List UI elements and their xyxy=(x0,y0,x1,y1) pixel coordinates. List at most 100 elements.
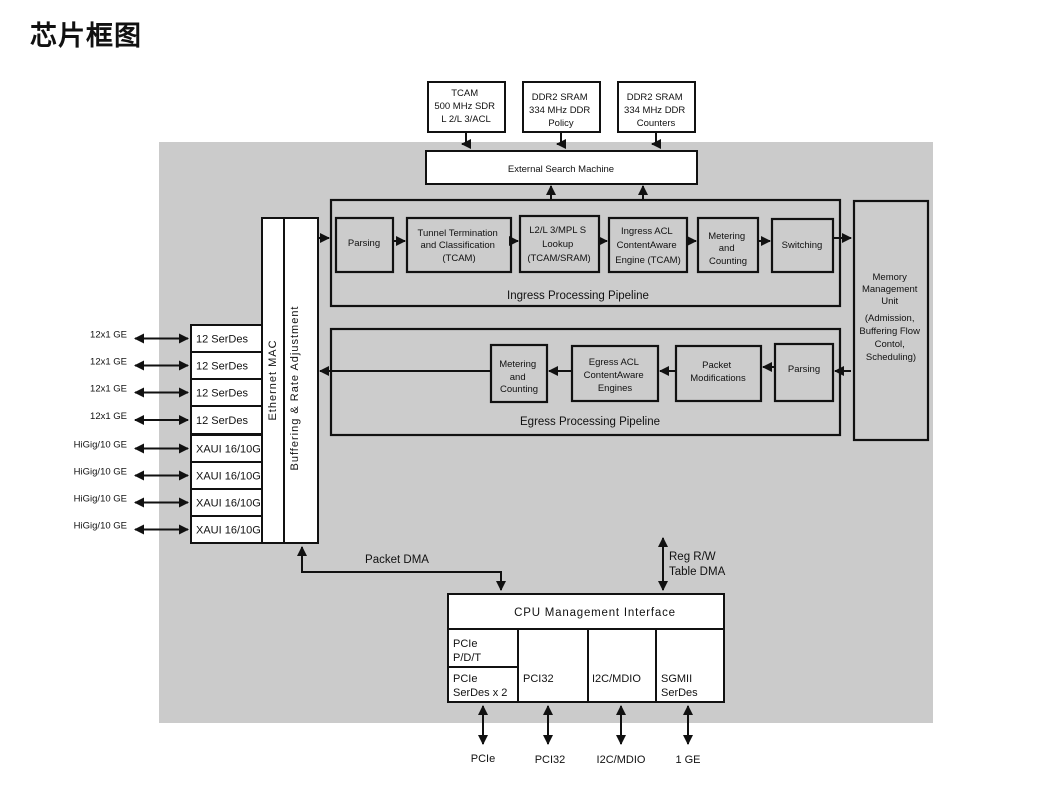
sgmii-line-1: SGMII xyxy=(661,673,692,685)
cpu-management-interface: CPU Management Interface PCIe P/D/T PCIe… xyxy=(447,593,725,703)
mmu-line-8: Scheduling) xyxy=(866,352,916,363)
mmu-line-2: Management xyxy=(862,284,918,295)
ethernet-mac-label: Ethernet MAC xyxy=(267,339,279,420)
packet-mod-line-1: Packet xyxy=(702,360,731,371)
pcie-pdt-line-1: PCIe xyxy=(453,638,477,650)
egress-acl-line-1: Egress ACL xyxy=(589,357,639,368)
i2c-mdio-cell: I2C/MDIO xyxy=(592,673,641,685)
bottom-interfaces: PCIe PCI32 I2C/MDIO 1 GE xyxy=(471,705,701,766)
ingress-pipeline-label: Ingress Processing Pipeline xyxy=(507,290,649,302)
memory-connectors xyxy=(461,132,661,149)
port-external-label: HiGig/10 GE xyxy=(74,521,127,532)
port-name: 12 SerDes xyxy=(196,334,248,346)
egress-pipeline-label: Egress Processing Pipeline xyxy=(520,416,660,428)
svg-text:TCAM 500 MHz SDR L: TCAM 500 MHz SDR L 2/L 3/ACL xyxy=(434,88,497,125)
port-external-label: 12x1 GE xyxy=(90,357,127,368)
ingress-acl-engine: Ingress ACL ContentAware Engine (TCAM) xyxy=(607,216,689,274)
port-external-label: HiGig/10 GE xyxy=(74,494,127,505)
tcam-line-2: 500 MHz SDR xyxy=(434,101,495,112)
svg-text:Packet Modifications: Packet Modifications xyxy=(690,360,746,384)
port-box xyxy=(190,515,263,544)
tunnel-line-3: (TCAM) xyxy=(442,253,475,264)
ddr-counters-line-3: Counters xyxy=(637,118,676,129)
tcam-line-3: L 2/L 3/ACL xyxy=(441,114,490,125)
bottom-pci32-label: PCI32 xyxy=(535,754,566,766)
egress-parsing-label: Parsing xyxy=(788,364,820,375)
port-external-label: 12x1 GE xyxy=(90,411,127,422)
external-search-machine: External Search Machine xyxy=(425,150,698,185)
tunnel-line-2: and Classification xyxy=(420,240,494,251)
tunnel-line-1: Tunnel Termination xyxy=(418,228,498,239)
svg-text:Reg R/W Table DMA: Reg R/W Table DMA xyxy=(669,551,726,578)
svg-text:PCIe SerDes x 2: PCIe SerDes x 2 xyxy=(453,673,507,699)
packet-mod-line-2: Modifications xyxy=(690,373,746,384)
lookup-line-2: Lookup xyxy=(542,239,573,250)
ingress-metering-line-3: Counting xyxy=(709,256,747,267)
switching-label: Switching xyxy=(782,240,823,251)
egress-acl-engines: Egress ACL ContentAware Engines xyxy=(570,344,660,403)
port-external-label: 12x1 GE xyxy=(90,384,127,395)
reg-rw-label: Reg R/W xyxy=(669,551,716,563)
external-search-label: External Search Machine xyxy=(508,164,614,175)
ingress-acl-line-2: ContentAware xyxy=(617,240,677,251)
mmu-line-7: Contol, xyxy=(875,339,905,350)
svg-text:L2/L 3/MPL S Lookup: L2/L 3/MPL S Lookup (TCAM/SRAM) xyxy=(527,225,590,264)
tunnel-termination: Tunnel Termination and Classification (T… xyxy=(405,216,513,274)
mmu-line-5: (Admission, xyxy=(865,313,915,324)
lookup-line-3: (TCAM/SRAM) xyxy=(527,253,590,264)
packet-modifications: Packet Modifications xyxy=(674,344,763,403)
pcie-serdes-line-2: SerDes x 2 xyxy=(453,687,507,699)
svg-text:DDR2 SRAM 334 MHz DDR: DDR2 SRAM 334 MHz DDR Policy xyxy=(529,92,593,129)
ingress-parsing: Parsing xyxy=(334,216,395,274)
port-external-label: 12x1 GE xyxy=(90,330,127,341)
port-name: XAUI 16/10G xyxy=(196,444,261,456)
port-list: 12 SerDes 12x1 GE 12 SerDes 12x1 GE 12 SerDe… xyxy=(74,324,263,544)
switching: Switching xyxy=(770,217,835,274)
mmu-line-1: Memory xyxy=(873,272,908,283)
svg-text:Memory Management: Memory Management Unit (Admission, Buffe… xyxy=(859,272,922,363)
port-name: 12 SerDes xyxy=(196,388,248,400)
port-box xyxy=(190,405,263,435)
mmu-line-3: Unit xyxy=(881,296,898,307)
egress-acl-line-2: ContentAware xyxy=(584,370,644,381)
ddr-policy-line-2: 334 MHz DDR xyxy=(529,105,590,116)
egress-parsing: Parsing xyxy=(773,342,835,403)
port-name: 12 SerDes xyxy=(196,415,248,427)
egress-acl-line-3: Engines xyxy=(598,383,633,394)
tcam-block: TCAM 500 MHz SDR L 2/L 3/ACL xyxy=(427,81,506,133)
pci32-cell: PCI32 xyxy=(523,673,554,685)
svg-text:Egress ACL ContentAwar: Egress ACL ContentAware Engines xyxy=(584,357,647,394)
l2-l3-mpls-lookup: L2/L 3/MPL S Lookup (TCAM/SRAM) xyxy=(518,214,601,274)
svg-text:DDR2 SRAM 334 MHz DDR: DDR2 SRAM 334 MHz DDR Counters xyxy=(624,92,688,129)
svg-text:Metering and C: Metering and Counting xyxy=(499,359,539,395)
egress-metering: Metering and Counting xyxy=(489,343,549,404)
ingress-acl-line-3: Engine (TCAM) xyxy=(615,255,680,266)
ingress-acl-line-1: Ingress ACL xyxy=(621,226,672,237)
svg-text:Metering and C: Metering and Counting xyxy=(708,231,748,267)
sgmii-line-2: SerDes xyxy=(661,687,698,699)
ddr-counters-line-1: DDR2 SRAM xyxy=(627,92,683,103)
lookup-line-1: L2/L 3/MPL S xyxy=(529,225,586,236)
ingress-parsing-label: Parsing xyxy=(348,238,380,249)
ingress-pipeline: Ingress Processing Pipeline Parsing Tunn… xyxy=(329,198,852,308)
port-external-label: HiGig/10 GE xyxy=(74,440,127,451)
packet-dma-label: Packet DMA xyxy=(365,554,429,566)
pcie-serdes-line-1: PCIe xyxy=(453,673,477,685)
ddr-counters-block: DDR2 SRAM 334 MHz DDR Counters xyxy=(617,81,696,133)
svg-text:PCIe P/D/T: PCIe P/D/T xyxy=(453,638,481,664)
ddr-policy-line-1: DDR2 SRAM xyxy=(532,92,588,103)
port-name: XAUI 16/10G xyxy=(196,525,261,537)
ddr-counters-line-2: 334 MHz DDR xyxy=(624,105,685,116)
ddr-policy-block: DDR2 SRAM 334 MHz DDR Policy xyxy=(522,81,601,133)
port-name: 12 SerDes xyxy=(196,361,248,373)
port-box xyxy=(190,351,263,380)
pcie-pdt-line-2: P/D/T xyxy=(453,652,481,664)
buffering-label: Buffering & Rate Adjustment xyxy=(289,306,301,471)
svg-text:Tunnel Termination and: Tunnel Termination and Classification (T… xyxy=(418,228,501,264)
egress-metering-line-2: and xyxy=(510,372,526,383)
page-title: 芯片框图 xyxy=(30,21,142,52)
buffering-rate-adjustment: Buffering & Rate Adjustment xyxy=(283,217,319,544)
ddr-policy-line-3: Policy xyxy=(548,118,574,129)
packet-dma-link: Packet DMA xyxy=(297,546,506,591)
